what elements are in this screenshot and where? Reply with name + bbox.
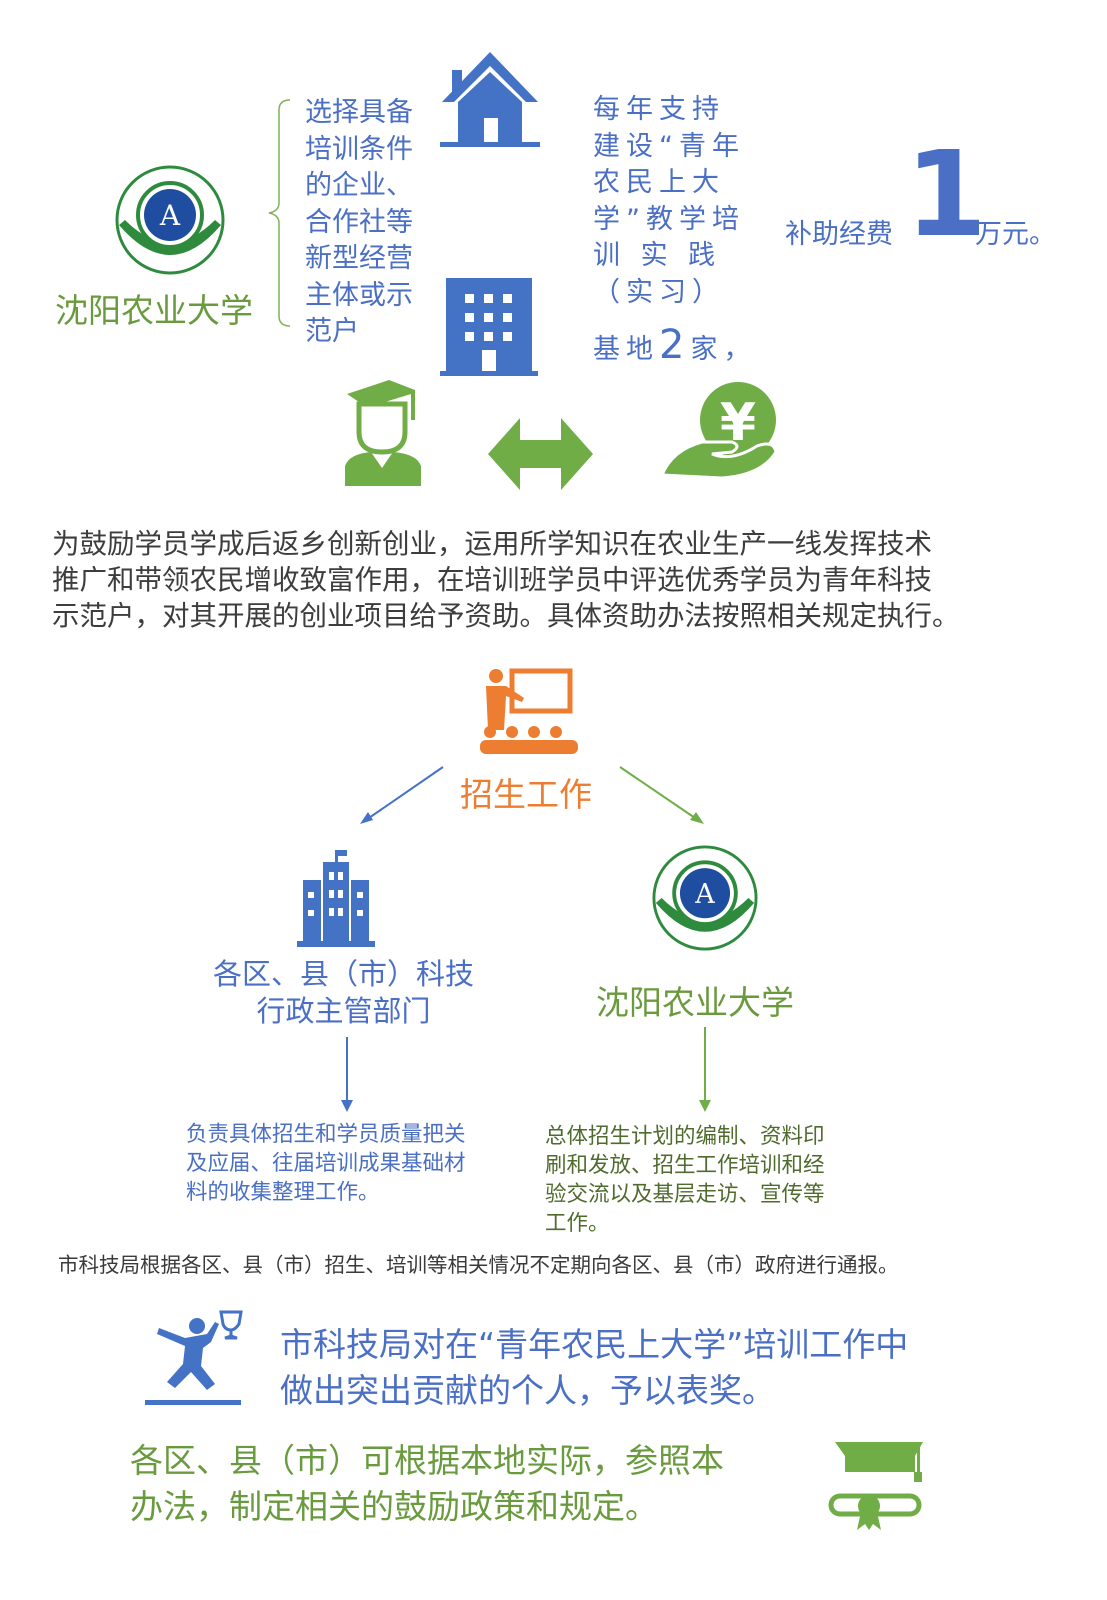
text-line: 料的收集整理工作。 [186, 1180, 380, 1205]
text-line: 工作。 [545, 1211, 610, 1236]
encouragement-paragraph: 为鼓励学员学成后返乡创新创业，运用所学知识在农业生产一线发挥技术 推广和带领农民… [52, 526, 960, 634]
text-line: 各区、县（市）科技 [213, 957, 475, 991]
house-icon [440, 52, 540, 147]
base-prefix: 基地 [593, 334, 659, 365]
base-count-text: 基地2家， [593, 322, 756, 368]
notice-text: 市科技局根据各区、县（市）招生、培训等相关情况不定期向各区、县（市）政府进行通报… [58, 1253, 899, 1277]
text-line: 行政主管部门 [256, 994, 431, 1028]
text-line: 学”教学培 [593, 203, 745, 235]
base-suffix: 家， [690, 334, 757, 365]
text-line: 刷和发放、招生工作培训和经 [545, 1153, 825, 1178]
svg-text:A: A [694, 879, 715, 910]
text-line: 培训条件 [305, 133, 413, 165]
text-line: 为鼓励学员学成后返乡创新创业，运用所学知识在农业生产一线发挥技术 [52, 528, 932, 560]
text-line: 推广和带领农民增收致富作用，在培训班学员中评选优秀学员为青年科技 [52, 564, 932, 596]
double-arrow-icon [488, 418, 593, 490]
text-line: 负责具体招生和学员质量把关 [186, 1122, 466, 1147]
text-line: 建设“青年 [593, 130, 745, 162]
text-line: 办法，制定相关的鼓励政策和规定。 [130, 1487, 658, 1526]
text-line: 训 实 践 [593, 240, 722, 271]
text-line: 各区、县（市）可根据本地实际，参照本 [130, 1441, 724, 1480]
text-line: 主体或示 [305, 279, 413, 311]
university-name: 沈阳农业大学 [55, 291, 253, 330]
policy-text: 各区、县（市）可根据本地实际，参照本 办法，制定相关的鼓励政策和规定。 [130, 1438, 724, 1530]
text-line: 市科技局对在“青年农民上大学”培训工作中 [280, 1325, 909, 1364]
university-logo: A [115, 165, 225, 275]
university-logo: A [652, 845, 758, 951]
text-line: 农民上大 [593, 167, 725, 198]
text-line: 做出突出贡献的个人，予以表奖。 [280, 1371, 775, 1410]
text-line: 验交流以及基层走访、宣传等 [545, 1182, 825, 1207]
text-line: 选择具备 [305, 97, 413, 128]
text-line: 的企业、 [305, 170, 413, 201]
select-text: 选择具备 培训条件 的企业、 合作社等 新型经营 主体或示 范户 [305, 95, 413, 351]
award-text: 市科技局对在“青年农民上大学”培训工作中 做出突出贡献的个人，予以表奖。 [280, 1322, 908, 1414]
graduation-cap-diploma-icon [828, 1442, 923, 1530]
text-line: 总体招生计划的编制、资料印 [545, 1124, 825, 1149]
enrollment-title: 招生工作 [460, 775, 592, 814]
svg-text:A: A [159, 199, 181, 232]
district-department-title: 各区、县（市）科技 行政主管部门 [213, 956, 474, 1030]
government-building-icon [297, 850, 375, 947]
brace [268, 99, 291, 327]
text-line: 新型经营 [305, 243, 413, 274]
text-line: 及应届、往届培训成果基础材 [186, 1151, 466, 1176]
text-line: （实习） [593, 276, 725, 308]
university-title: 沈阳农业大学 [596, 983, 794, 1022]
base-count: 2 [659, 322, 691, 368]
text-line: 每年支持 [593, 94, 725, 125]
subsidy-amount: 1 [905, 125, 988, 263]
subsidy-label: 补助经费 [785, 219, 893, 250]
subsidy-unit: 万元。 [975, 219, 1056, 250]
money-hand-icon: ¥ [659, 382, 778, 480]
text-line: 合作社等 [305, 206, 413, 238]
graduate-icon [345, 380, 421, 486]
support-text: 每年支持 建设“青年 农民上大 学”教学培 训 实 践 （实习） [593, 92, 745, 311]
text-line: 范户 [305, 316, 359, 347]
trophy-runner-icon [145, 1310, 243, 1405]
office-building-icon [440, 278, 538, 376]
university-duties: 总体招生计划的编制、资料印 刷和发放、招生工作培训和经 验交流以及基层走访、宣传… [545, 1122, 825, 1238]
teacher-class-icon [480, 668, 578, 754]
text-line: 示范户，对其开展的创业项目给予资助。具体资助办法按照相关规定执行。 [52, 600, 960, 632]
district-duties: 负责具体招生和学员质量把关 及应届、往届培训成果基础材 料的收集整理工作。 [186, 1120, 466, 1207]
